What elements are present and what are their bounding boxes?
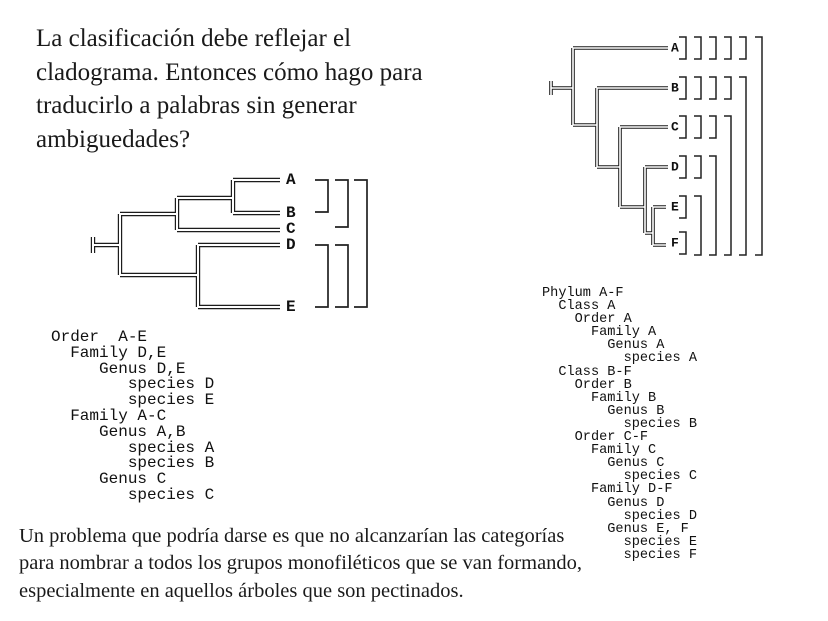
text-line: species C xyxy=(542,469,697,485)
text-line: Phylum A-F xyxy=(542,286,624,301)
right-cladogram-figure: A B C D E F xyxy=(549,36,763,256)
text-line: Order C-F xyxy=(542,430,649,446)
taxon-label-f: F xyxy=(671,236,679,251)
text-line: species B xyxy=(51,454,215,473)
text-line: species C xyxy=(51,485,215,504)
taxon-label-c: C xyxy=(286,220,296,238)
left-cladogram-figure: A B C D E xyxy=(90,171,368,316)
right-brackets-small xyxy=(679,36,747,255)
text-line: species D xyxy=(542,508,697,524)
text-line: especialmente en aquellos árboles que so… xyxy=(19,579,464,602)
right-classification: Phylum A-F Class A Order A Family A Genu… xyxy=(542,286,697,563)
text-line: species B xyxy=(542,416,697,432)
text-line: cladograma. Entonces cómo hago para xyxy=(36,58,423,86)
taxon-label-b: B xyxy=(671,81,679,96)
left-tree-stroke-outer xyxy=(90,177,280,310)
text-line: Genus D xyxy=(542,495,665,511)
text-line: Family C xyxy=(542,443,657,459)
text-line: Family D,E xyxy=(51,343,167,362)
taxon-label-a: A xyxy=(286,171,296,189)
text-line: Family A xyxy=(542,325,657,341)
left-taxon-labels: A B C D E xyxy=(286,171,296,316)
right-tree-stroke-inner xyxy=(550,47,668,246)
right-tree-stroke-outer xyxy=(549,46,668,247)
right-tree-lines xyxy=(549,46,668,247)
text-line: species E xyxy=(542,534,697,550)
bottom-paragraph: Un problema que podría darse es que no a… xyxy=(19,523,582,605)
left-classification: Order A-E Family D,E Genus D,E species D… xyxy=(51,328,215,504)
left-tree-lines xyxy=(90,177,280,310)
text-line: species E xyxy=(51,391,215,410)
text-line: species F xyxy=(542,547,697,563)
text-line: Family D-F xyxy=(542,482,673,498)
taxon-label-e: E xyxy=(286,298,296,316)
left-bracket-group xyxy=(315,179,368,308)
text-line: Genus D,E xyxy=(51,359,186,378)
text-line: Genus E, F xyxy=(542,521,689,537)
text-line: Order B xyxy=(542,377,632,393)
taxon-label-b: B xyxy=(286,204,296,222)
text-line: Genus B xyxy=(542,403,665,419)
text-line: Genus A xyxy=(542,338,665,354)
taxon-label-c: C xyxy=(671,120,679,135)
right-bracket-group xyxy=(679,36,763,256)
text-line: species A xyxy=(51,438,215,457)
text-line: Order A-E xyxy=(51,328,148,346)
left-tree-stroke-inner xyxy=(92,179,280,308)
text-line: Un problema que podría darse es que no a… xyxy=(19,525,565,547)
text-line: para nombrar a todos los grupos monofilé… xyxy=(19,552,583,575)
text-line: Class B-F xyxy=(542,364,632,380)
right-taxon-labels: A B C D E F xyxy=(671,41,679,251)
taxon-label-d: D xyxy=(286,236,296,254)
taxon-label-a: A xyxy=(671,41,679,56)
text-line: Family B xyxy=(542,390,657,406)
text-line: Genus C xyxy=(51,470,167,489)
text-line: Genus C xyxy=(542,456,665,472)
text-line: Order A xyxy=(542,312,632,328)
text-line: Class A xyxy=(542,299,616,315)
taxon-label-e: E xyxy=(671,200,679,215)
right-brackets-tall xyxy=(694,36,763,256)
intro-paragraph: La clasificación debe reflejar el cladogr… xyxy=(36,22,423,156)
text-line: species D xyxy=(51,375,215,394)
text-line: ambiguedades? xyxy=(36,125,191,153)
taxon-label-d: D xyxy=(671,160,679,175)
text-line: La clasificación debe reflejar el xyxy=(36,25,352,52)
text-line: Genus A,B xyxy=(51,422,186,441)
text-line: Family A-C xyxy=(51,406,167,425)
text-line: species A xyxy=(542,351,697,367)
left-brackets xyxy=(315,179,368,308)
text-line: traducirlo a palabras sin generar xyxy=(36,92,357,119)
